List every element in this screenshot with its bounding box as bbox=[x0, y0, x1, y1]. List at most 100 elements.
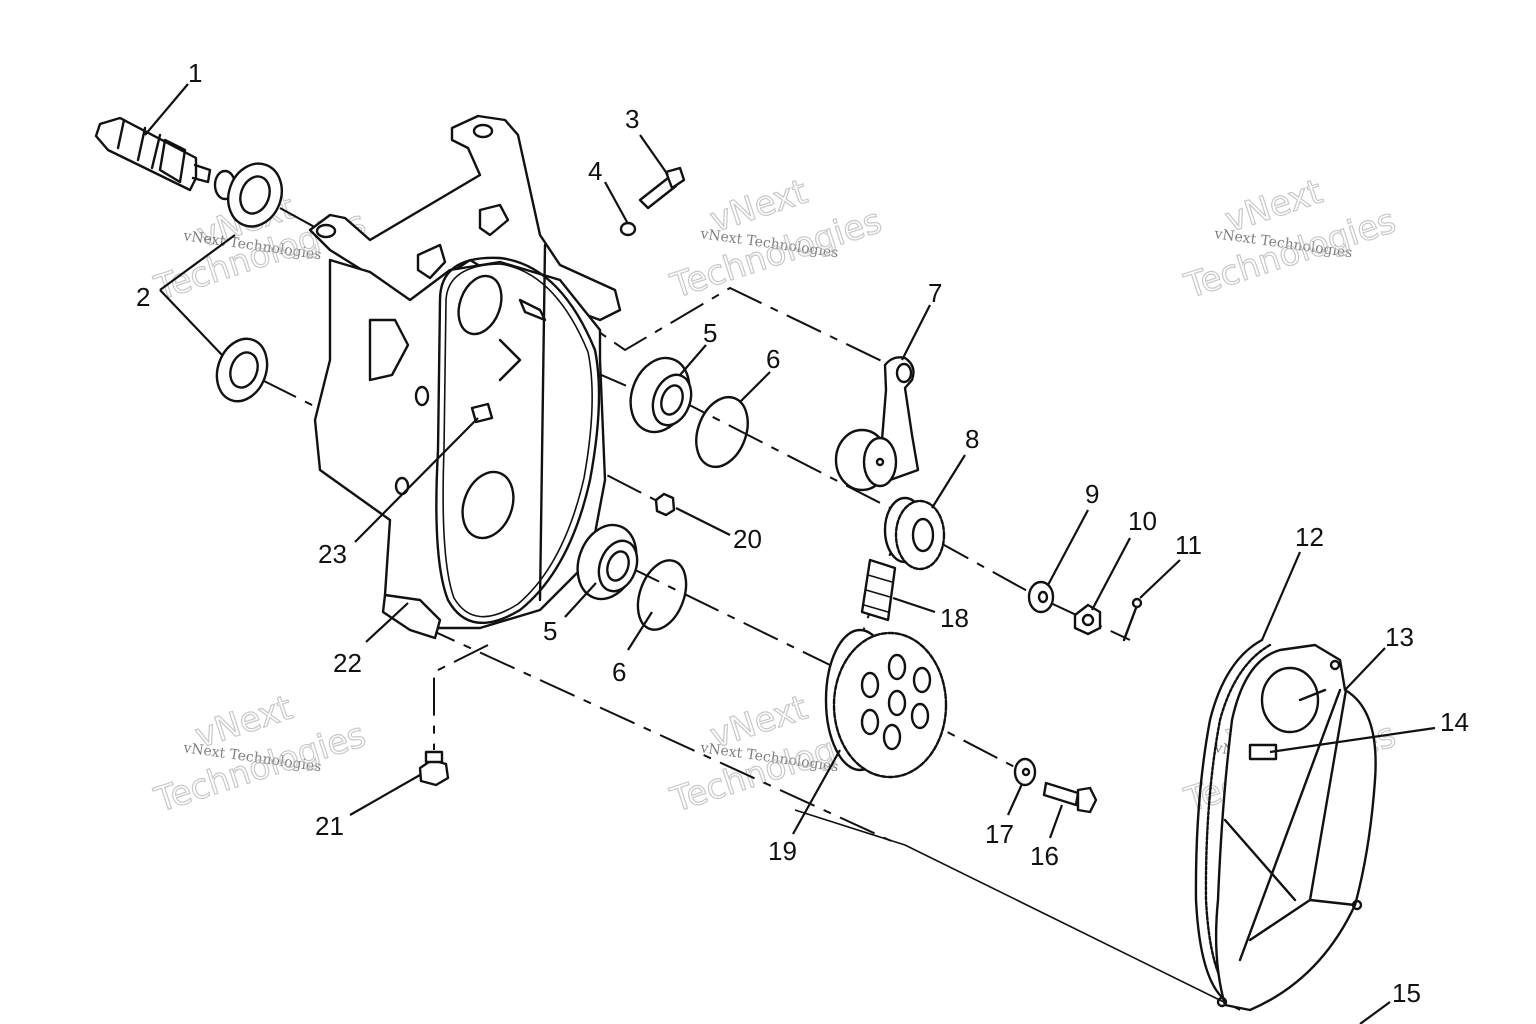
part-17-washer bbox=[1013, 757, 1037, 787]
callout-3: 3 bbox=[625, 104, 639, 134]
gasket-texture bbox=[1204, 643, 1272, 997]
part-6-upper-snap-ring bbox=[695, 395, 749, 469]
part-5-lower-bearing bbox=[576, 523, 639, 601]
seal-lower bbox=[215, 337, 269, 403]
callout-15: 15 bbox=[1392, 978, 1421, 1008]
housing-mount-hole-left bbox=[315, 223, 337, 239]
seal-upper bbox=[227, 162, 283, 228]
part-13-chaincase-cover bbox=[1214, 643, 1377, 1012]
tensioner-roller-face bbox=[862, 436, 898, 488]
callout-11: 11 bbox=[1175, 530, 1202, 560]
part-11-cotter-pin bbox=[1122, 597, 1143, 642]
leader-6b bbox=[627, 611, 653, 651]
shaft-spline-end bbox=[158, 138, 187, 184]
callout-17: 17 bbox=[985, 819, 1014, 849]
callout-4: 4 bbox=[588, 156, 602, 186]
tensioner-arm-hole bbox=[895, 362, 913, 384]
watermark-top-center: vNext vNext Technologies Technologies bbox=[665, 171, 887, 307]
housing-rib bbox=[538, 243, 547, 602]
set-screw bbox=[619, 221, 637, 237]
watermark-top-right: vNext vNext Technologies Technologies bbox=[1179, 171, 1401, 307]
housing-slot-1 bbox=[478, 203, 510, 237]
callout-19: 19 bbox=[768, 836, 797, 866]
sprocket-teeth bbox=[894, 499, 946, 571]
callout-9: 9 bbox=[1085, 479, 1099, 509]
chain-link-pins bbox=[863, 574, 893, 613]
housing-upper-bore bbox=[457, 274, 503, 336]
washer bbox=[1027, 580, 1055, 614]
callout-8: 8 bbox=[965, 424, 979, 454]
center-line-lower-to-sprocket bbox=[624, 564, 831, 666]
leader-3 bbox=[639, 134, 669, 176]
cover-bolt-hole bbox=[1216, 996, 1228, 1008]
tensioner-roller-axle bbox=[875, 457, 885, 467]
leader-10 bbox=[1091, 537, 1131, 611]
part-18-chain bbox=[860, 558, 897, 622]
leader-20 bbox=[675, 507, 731, 536]
callout-18: 18 bbox=[940, 603, 969, 633]
part-6-lower-snap-ring bbox=[636, 559, 688, 631]
sprocket-hole bbox=[887, 653, 907, 681]
sprocket-hole bbox=[882, 723, 902, 751]
center-line-cover-mount-lower bbox=[794, 809, 1241, 1011]
part-2-seals bbox=[213, 162, 283, 403]
leader-1 bbox=[144, 83, 189, 136]
leader-4 bbox=[604, 181, 628, 223]
housing-inner-rib bbox=[498, 338, 522, 382]
chaincase-housing bbox=[308, 114, 622, 640]
callout-2: 2 bbox=[136, 282, 150, 312]
shaft-tip bbox=[191, 163, 212, 184]
washer bbox=[1013, 757, 1037, 787]
leader-5a bbox=[679, 344, 707, 376]
stud bbox=[470, 402, 494, 424]
housing-bolt-hole-left bbox=[414, 385, 430, 407]
callout-leader-lines bbox=[144, 83, 1436, 1024]
part-20-nut bbox=[654, 492, 676, 517]
housing-mount-hole-top bbox=[472, 123, 494, 139]
sprocket-bore bbox=[911, 517, 935, 553]
center-line-drain-plug bbox=[433, 644, 489, 750]
part-3-tensioner-bolt bbox=[638, 166, 686, 210]
leader-9 bbox=[1047, 509, 1089, 586]
callout-22: 22 bbox=[333, 648, 362, 678]
part-19-lower-sprocket bbox=[824, 628, 948, 779]
washer-hole bbox=[1021, 767, 1031, 777]
callout-12: 12 bbox=[1295, 522, 1324, 552]
callout-23: 23 bbox=[318, 539, 347, 569]
part-21-drain-plug bbox=[418, 750, 450, 787]
callout-5-upper: 5 bbox=[703, 318, 717, 348]
sprocket-hole bbox=[910, 702, 930, 730]
cover-body bbox=[1214, 643, 1377, 1012]
part-7-tensioner-arm bbox=[834, 356, 920, 492]
center-line-cover-mount bbox=[419, 624, 901, 846]
center-line-tensioner bbox=[559, 286, 891, 366]
watermark-bottom-left: vNext vNext Technologies Technologies bbox=[149, 687, 371, 821]
leader-23 bbox=[354, 417, 479, 543]
bolt-head bbox=[1076, 786, 1098, 814]
hex-nut-hole bbox=[1081, 613, 1095, 627]
part-5-upper-bearing bbox=[629, 356, 693, 434]
bolt-shank bbox=[1042, 781, 1080, 807]
sprocket-hole bbox=[860, 671, 880, 699]
leader-12 bbox=[1260, 551, 1302, 641]
washer-hole bbox=[1037, 590, 1049, 604]
leader-14 bbox=[1269, 726, 1436, 754]
callout-6-lower: 6 bbox=[612, 657, 626, 687]
bolt-head bbox=[664, 166, 686, 190]
part-12-cover-gasket bbox=[1194, 638, 1272, 1002]
callout-6-upper: 6 bbox=[766, 344, 780, 374]
housing-body bbox=[313, 258, 607, 630]
callout-labels: 1 2 3 4 5 6 7 8 9 10 11 12 13 14 15 16 1… bbox=[136, 58, 1469, 1008]
leader-6a bbox=[739, 371, 771, 403]
bearing-inner bbox=[606, 550, 630, 582]
callout-5-lower: 5 bbox=[543, 616, 557, 646]
center-line-lower-seal bbox=[261, 379, 323, 411]
callout-1: 1 bbox=[188, 58, 202, 88]
housing-slot-2 bbox=[416, 243, 447, 280]
sprocket-hub bbox=[887, 689, 907, 717]
callout-13: 13 bbox=[1385, 622, 1414, 652]
part-23-stud bbox=[470, 402, 494, 424]
leader-2 bbox=[159, 234, 236, 356]
snap-ring bbox=[695, 395, 749, 469]
leader-16 bbox=[1048, 804, 1064, 839]
